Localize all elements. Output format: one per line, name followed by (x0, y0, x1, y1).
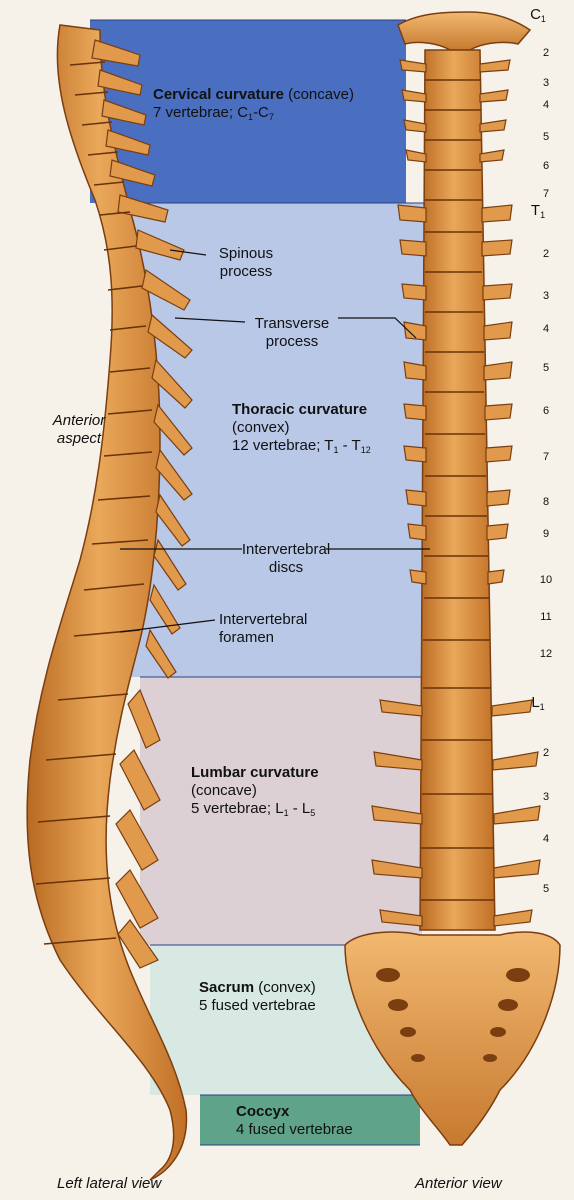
thoracic-title: Thoracic curvature (232, 401, 368, 418)
vertebra-number: 6 (542, 405, 550, 417)
lumbar-range-end: 5 (310, 808, 316, 818)
vertebra-number: 2 (542, 47, 550, 59)
left-lateral-view-caption: Left lateral view (57, 1175, 162, 1192)
thoracic-range-start: 1 (333, 445, 339, 455)
lumbar-qualifier: (concave) (191, 782, 257, 799)
anterior-view-caption: Anterior view (415, 1175, 502, 1192)
anterior-spine (344, 11, 561, 1146)
cervical-label: Cervical curvature (concave) 7 vertebrae… (153, 86, 354, 126)
vertebra-number: 7 (542, 451, 550, 463)
vertebra-number: 2 (542, 248, 550, 260)
transverse-process-label: Transverse process (240, 315, 344, 351)
discs-line2: discs (268, 559, 304, 576)
anterior-line2: aspect (56, 430, 102, 447)
spinous-line1: Spinous (218, 245, 274, 262)
lumbar-label: Lumbar curvature (concave) 5 vertebrae; … (191, 764, 319, 822)
cervical-range-end: 7 (268, 112, 274, 122)
vertebra-number: 5 (542, 362, 550, 374)
foramen-leader (119, 619, 216, 633)
cervical-qualifier: (concave) (288, 86, 354, 103)
vertebra-number-l1: L1 (531, 694, 545, 712)
cervical-range-start: 1 (248, 112, 254, 122)
lumbar-title: Lumbar curvature (191, 764, 319, 781)
vertebra-number: 5 (542, 131, 550, 143)
vertebra-number: 2 (542, 747, 550, 759)
lumbar-count: 5 vertebrae; L (191, 800, 284, 817)
vertebra-number: 4 (542, 833, 550, 845)
coccyx-title: Coccyx (236, 1103, 290, 1120)
coccyx-count: 4 fused vertebrae (236, 1121, 353, 1138)
vertebra-number: 4 (542, 99, 550, 111)
thoracic-range-end: 12 (360, 445, 371, 455)
thoracic-range-dash: - T (338, 437, 361, 454)
spinous-leader (169, 249, 207, 256)
thoracic-qualifier: (convex) (232, 419, 290, 436)
transverse-leader-left (174, 317, 246, 323)
anterior-line1: Anterior (52, 412, 106, 429)
lumbar-range-dash: - L (288, 800, 311, 817)
vertebra-number: 6 (542, 160, 550, 172)
transverse-line2: process (265, 333, 319, 350)
foramen-line2: foramen (219, 629, 275, 646)
transverse-leader-right (338, 317, 417, 339)
sacrum-title: Sacrum (199, 979, 255, 996)
discs-line1: Intervertebral (241, 541, 331, 558)
sacrum-label: Sacrum (convex) 5 fused vertebrae (199, 979, 316, 1015)
lateral-spine (26, 24, 193, 1181)
coccyx-label: Coccyx 4 fused vertebrae (236, 1103, 353, 1139)
sacrum-qualifier: (convex) (258, 979, 316, 996)
vertebra-number: 8 (542, 496, 550, 508)
lumbar-range-start: 1 (283, 808, 289, 818)
thoracic-count: 12 vertebrae; T (232, 437, 334, 454)
vertebra-number: 7 (542, 188, 550, 200)
vertebra-number: 3 (542, 290, 550, 302)
anterior-aspect-label: Anterior aspect (34, 412, 124, 448)
cervical-title: Cervical curvature (153, 86, 284, 103)
vertebra-number: 12 (539, 648, 553, 660)
vertebra-number: 4 (542, 323, 550, 335)
vertebra-number: 5 (542, 883, 550, 895)
coccyx-band (200, 1095, 420, 1145)
thoracic-label: Thoracic curvature (convex) 12 vertebrae… (232, 401, 371, 459)
spinous-process-label: Spinous process (196, 245, 296, 281)
vertebra-number: 3 (542, 77, 550, 89)
vertebra-number-c1: C1 (530, 6, 546, 24)
sacrum-count: 5 fused vertebrae (199, 997, 316, 1014)
transverse-line1: Transverse (254, 315, 330, 332)
cervical-range-dash: -C (253, 104, 269, 121)
vertebra-number: 10 (539, 574, 553, 586)
vertebra-number: 9 (542, 528, 550, 540)
cervical-count: 7 vertebrae; C (153, 104, 249, 121)
intervertebral-foramen-label: Intervertebral foramen (219, 611, 307, 647)
vertebra-number: 11 (540, 611, 552, 623)
spinous-line2: process (219, 263, 273, 280)
vertebra-number: 3 (542, 791, 550, 803)
vertebra-number-t1: T1 (530, 202, 546, 220)
intervertebral-discs-label: Intervertebral discs (236, 541, 336, 577)
foramen-line1: Intervertebral (219, 611, 308, 628)
